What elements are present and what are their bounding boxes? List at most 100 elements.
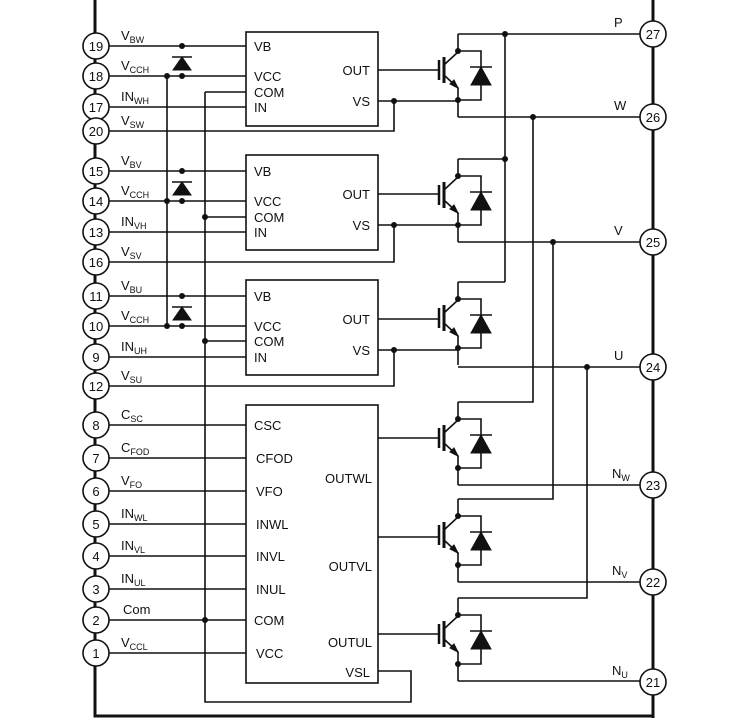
label-sub: FO bbox=[130, 480, 143, 490]
junction-dot bbox=[164, 198, 170, 204]
label-main: IN bbox=[121, 89, 134, 104]
emitter-arrow-icon bbox=[449, 643, 460, 654]
pin-label-vcc: VCC bbox=[254, 194, 281, 209]
label-main: P bbox=[614, 15, 623, 30]
bootstrap-diode-icon bbox=[172, 306, 192, 321]
pin-label-outul: OUTUL bbox=[328, 635, 372, 650]
low-side-driver-ic bbox=[245, 404, 379, 684]
pin-16: 16 bbox=[82, 248, 110, 276]
pin-circle bbox=[82, 510, 110, 538]
pin-number: 17 bbox=[89, 100, 103, 115]
junction-dot bbox=[584, 364, 590, 370]
pin-circle bbox=[639, 471, 667, 499]
freewheel-diode-icon bbox=[470, 190, 492, 211]
pin-number: 7 bbox=[92, 451, 99, 466]
freewheel-diode-icon bbox=[470, 629, 492, 650]
pin-name-label: VCCH bbox=[121, 183, 149, 200]
pin-number: 25 bbox=[646, 235, 660, 250]
pin-circle bbox=[82, 444, 110, 472]
pin-number: 10 bbox=[89, 319, 103, 334]
pin-circle bbox=[82, 542, 110, 570]
pin-name-label: VBU bbox=[121, 278, 142, 295]
label-main: V bbox=[614, 223, 623, 238]
label-sub: WH bbox=[134, 96, 149, 106]
pin-name-label: VBW bbox=[121, 28, 145, 45]
junction-dot bbox=[391, 222, 397, 228]
pin-label-vb: VB bbox=[254, 164, 271, 179]
label-main: V bbox=[121, 58, 130, 73]
freewheel-diode-icon bbox=[470, 433, 492, 454]
pin-circle bbox=[639, 20, 667, 48]
pin-label-in: IN bbox=[254, 100, 267, 115]
junction-dot bbox=[164, 323, 170, 329]
pin-circle bbox=[639, 228, 667, 256]
pin-number: 27 bbox=[646, 27, 660, 42]
label-main: W bbox=[614, 98, 627, 113]
label-sub: WL bbox=[134, 513, 148, 523]
label-main: V bbox=[121, 473, 130, 488]
pin-22: 22 bbox=[639, 568, 667, 596]
pin-number: 9 bbox=[92, 350, 99, 365]
label-main: U bbox=[614, 348, 623, 363]
pin-number: 12 bbox=[89, 379, 103, 394]
pin-number: 18 bbox=[89, 69, 103, 84]
label-main: C bbox=[121, 440, 130, 455]
pin-name-label: INVL bbox=[121, 538, 145, 555]
junction-dot bbox=[391, 347, 397, 353]
pin-label-in: IN bbox=[254, 350, 267, 365]
pin-circle bbox=[82, 32, 110, 60]
pin-11: 11 bbox=[82, 282, 110, 310]
label-main: V bbox=[121, 28, 130, 43]
pin-17: 17 bbox=[82, 93, 110, 121]
pin-5: 5 bbox=[82, 510, 110, 538]
label-sub: CCL bbox=[130, 642, 148, 652]
pin-number: 15 bbox=[89, 164, 103, 179]
junction-dot bbox=[179, 73, 185, 79]
label-main: V bbox=[121, 635, 130, 650]
pin-circle bbox=[82, 639, 110, 667]
label-main: N bbox=[612, 663, 621, 678]
junction-dot bbox=[550, 239, 556, 245]
pin-label-vcc: VCC bbox=[254, 69, 281, 84]
junction-dot bbox=[179, 323, 185, 329]
pin-label-com: COM bbox=[254, 210, 284, 225]
pin-number: 16 bbox=[89, 255, 103, 270]
pin-number: 8 bbox=[92, 418, 99, 433]
label-sub: VH bbox=[134, 221, 147, 231]
emitter-arrow-icon bbox=[449, 79, 460, 90]
pin-20: 20 bbox=[82, 117, 110, 145]
pin-circle bbox=[639, 668, 667, 696]
pin-circle bbox=[82, 606, 110, 634]
pin-circle bbox=[82, 372, 110, 400]
pin-label-low-input: CFOD bbox=[256, 451, 293, 466]
label-main: V bbox=[121, 153, 130, 168]
pin-number: 20 bbox=[89, 124, 103, 139]
pin-13: 13 bbox=[82, 218, 110, 246]
junction-dot bbox=[179, 43, 185, 49]
label-sub: UL bbox=[134, 578, 146, 588]
pin-name-label: NV bbox=[612, 563, 627, 580]
pin-name-label: U bbox=[614, 348, 623, 363]
pin-10: 10 bbox=[82, 312, 110, 340]
pin-number: 21 bbox=[646, 675, 660, 690]
pin-circle bbox=[82, 62, 110, 90]
pin-circle bbox=[82, 477, 110, 505]
pin-name-label: INWL bbox=[121, 506, 148, 523]
pin-circle bbox=[82, 187, 110, 215]
junction-dot bbox=[202, 214, 208, 220]
label-sub: CCH bbox=[130, 65, 150, 75]
pin-circle bbox=[82, 282, 110, 310]
label-main: N bbox=[612, 563, 621, 578]
pin-26: 26 bbox=[639, 103, 667, 131]
pin-name-label: VSU bbox=[121, 368, 142, 385]
pin-name-label: INUL bbox=[121, 571, 146, 588]
pin-label-vs: VS bbox=[353, 343, 371, 358]
emitter-arrow-icon bbox=[449, 327, 460, 338]
label-main: IN bbox=[121, 506, 134, 521]
pin-name-label: INUH bbox=[121, 339, 147, 356]
pin-name-label: NU bbox=[612, 663, 628, 680]
pin-number: 19 bbox=[89, 39, 103, 54]
pin-name-label: INVH bbox=[121, 214, 147, 231]
label-sub: CCH bbox=[130, 190, 150, 200]
